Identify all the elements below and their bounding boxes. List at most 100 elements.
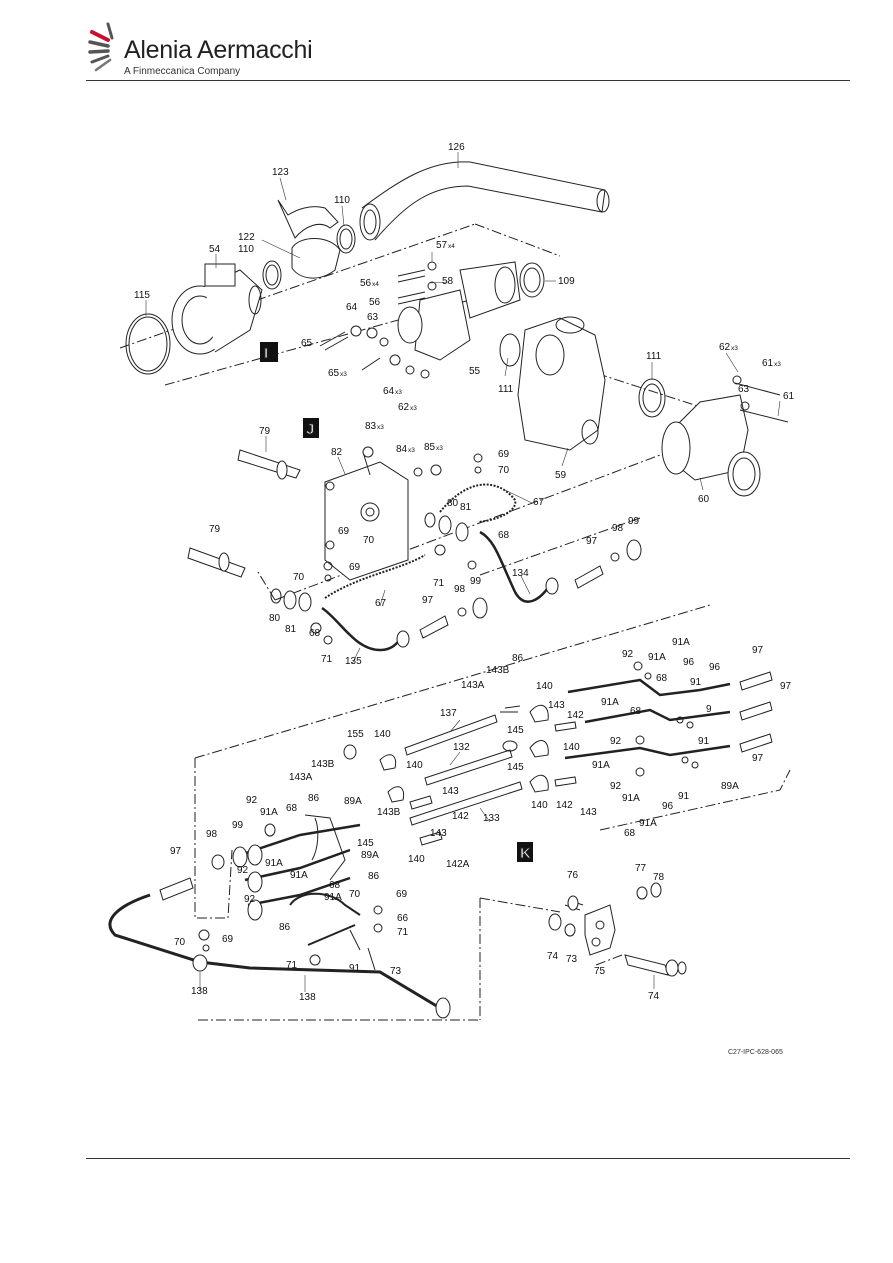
callout: 55 [469, 366, 481, 377]
callout: 66 [397, 913, 409, 924]
callout: 134 [512, 568, 529, 579]
callout: 71 [286, 960, 298, 971]
callout: 63 [738, 384, 750, 395]
callout: 91 [349, 963, 361, 974]
callout: 68 [286, 803, 298, 814]
callout: 143 [548, 700, 565, 711]
view-label-i: I [264, 345, 268, 362]
callout: 71 [433, 578, 445, 589]
duct-126 [361, 161, 606, 241]
pin-79-lower [187, 547, 246, 578]
callout: 70 [498, 465, 510, 476]
callout: 56 [360, 278, 372, 289]
header-divider [86, 80, 850, 81]
callout: 143 [442, 786, 459, 797]
callout: 91A [639, 818, 657, 829]
callout: 91A [260, 807, 278, 818]
callout: 133 [483, 813, 500, 824]
callout: 89A [344, 796, 362, 807]
callout: 91A [265, 858, 283, 869]
callout: 115 [134, 290, 150, 301]
callout: 91 [690, 677, 702, 688]
seal-110-lower [262, 260, 282, 290]
callout: 142 [556, 800, 573, 811]
tube-138 [108, 893, 441, 1010]
callout: 70 [349, 889, 361, 900]
callout: 65 [328, 368, 340, 379]
callout: 65 [301, 338, 313, 349]
callout: 73 [566, 954, 578, 965]
callout-qty: x3 [408, 447, 415, 454]
callout: 91A [672, 637, 690, 648]
callout: 71 [321, 654, 333, 665]
view-i-assembly [119, 161, 789, 497]
callout: 97 [780, 681, 792, 692]
callout: 73 [390, 966, 402, 977]
callout: 57 [436, 240, 448, 251]
callout-qty: x4 [372, 281, 379, 288]
callout: 92 [244, 894, 256, 905]
leader-lines [145, 152, 781, 992]
callout: 84 [396, 444, 408, 455]
callout: 98 [612, 523, 624, 534]
callout: 142 [567, 710, 584, 721]
valve-body-59 [517, 317, 606, 451]
tube-134 [479, 530, 552, 603]
callout: 96 [683, 657, 695, 668]
callout-labels: 126 123 110 122 110 54 115 57 x4 58 109 … [134, 142, 795, 1003]
callout: 142A [446, 859, 470, 870]
callout: 76 [567, 870, 579, 881]
figure-reference: C27-IPC-628-065 [728, 1049, 783, 1056]
callout: 68 [656, 673, 668, 684]
callout: 89A [721, 781, 739, 792]
callout: 9 [706, 704, 712, 715]
callout: 82 [331, 447, 343, 458]
callout: 97 [752, 753, 764, 764]
callout-qty: x3 [774, 361, 781, 368]
callout: 97 [586, 536, 598, 547]
callout: 64 [383, 386, 395, 397]
flange-58 [459, 261, 521, 319]
callout: 86 [512, 653, 524, 664]
callout: 140 [531, 800, 548, 811]
footer-divider [86, 1158, 850, 1159]
view-j-assembly [187, 418, 661, 652]
callout: 54 [209, 244, 221, 255]
seal-111-left [499, 333, 521, 367]
callout: 138 [299, 992, 316, 1003]
callout: 86 [368, 871, 380, 882]
callout: 143 [430, 828, 447, 839]
callout: 98 [206, 829, 218, 840]
callout: 68 [498, 530, 510, 541]
callout: 77 [635, 863, 647, 874]
callout: 145 [357, 838, 374, 849]
callout: 79 [259, 426, 271, 437]
seal-109 [519, 262, 545, 298]
callout: 143 [580, 807, 597, 818]
callout: 143B [311, 759, 335, 770]
callout: 81 [285, 624, 297, 635]
callout: 109 [558, 276, 575, 287]
callout: 89A [361, 850, 379, 861]
callout: 91A [601, 697, 619, 708]
seal-110-upper [336, 224, 356, 254]
callout: 59 [555, 470, 567, 481]
callout: 68 [329, 880, 341, 891]
callout: 71 [397, 927, 409, 938]
callout: 91A [592, 760, 610, 771]
callout: 110 [238, 244, 254, 255]
callout: 91A [290, 870, 308, 881]
tube-137 [404, 714, 498, 756]
callout: 92 [622, 649, 634, 660]
tube-133 [409, 781, 523, 826]
callout: 91A [324, 892, 342, 903]
callout: 78 [653, 872, 665, 883]
callout-qty: x3 [340, 371, 347, 378]
brand-name: Alenia Aermacchi [124, 36, 313, 64]
hose-67-upper [439, 483, 517, 523]
tube-135 [321, 606, 403, 652]
bracket-75 [584, 904, 616, 956]
callout: 123 [272, 167, 289, 178]
callout: 111 [646, 351, 662, 362]
